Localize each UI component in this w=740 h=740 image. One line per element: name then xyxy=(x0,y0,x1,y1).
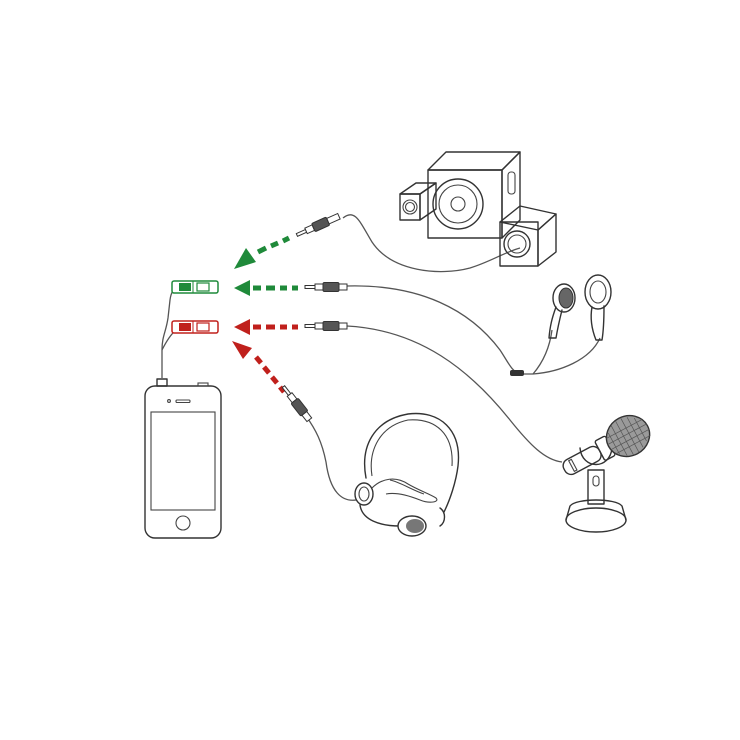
speaker-system-icon xyxy=(399,151,557,267)
red-jack-icon xyxy=(171,320,219,334)
earphone-plug-icon xyxy=(304,282,348,292)
speaker-cable xyxy=(342,214,521,273)
smartphone-icon xyxy=(144,378,222,539)
headset-plug-icon xyxy=(281,385,313,423)
earphones-icon xyxy=(510,274,612,376)
arrow-microphone-red xyxy=(234,319,298,335)
earphone-cable xyxy=(346,285,601,375)
microphone-icon xyxy=(562,414,651,533)
arrow-earphone-green xyxy=(234,280,298,296)
microphone-plug-icon xyxy=(304,321,348,331)
arrow-speaker-green xyxy=(234,235,291,269)
headset-icon xyxy=(354,412,460,537)
microphone-cable xyxy=(346,325,563,463)
arrow-headset-red xyxy=(232,341,286,394)
earphone-left-cable xyxy=(532,329,553,375)
cables xyxy=(161,214,601,501)
green-jack-icon xyxy=(171,280,219,294)
speaker-plug-icon xyxy=(295,212,341,237)
headset-cable xyxy=(305,415,357,501)
